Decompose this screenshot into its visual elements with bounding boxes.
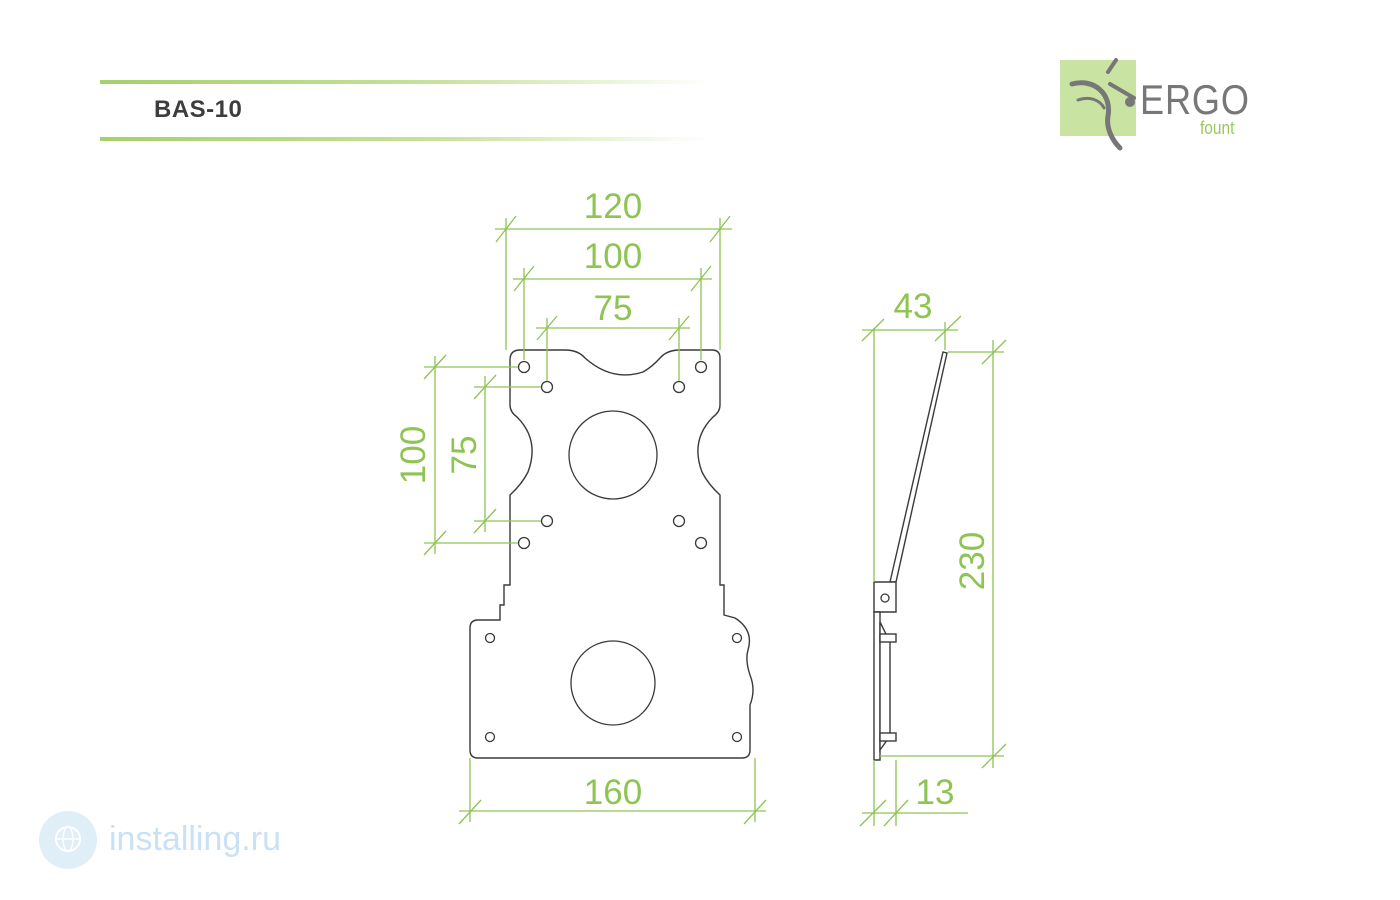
dimension-75-horizontal: 75: [536, 289, 690, 381]
vesa-hole: [540, 514, 554, 528]
watermark: installing.ru: [22, 806, 314, 876]
dimension-160: 160: [458, 758, 767, 825]
vesa-hole: [694, 360, 708, 374]
dimension-100-vertical: 100: [394, 354, 518, 556]
tilted-arm: [889, 351, 948, 583]
vertical-plate: [873, 611, 881, 761]
screw-top: [879, 633, 897, 643]
dimension-label: 75: [445, 436, 484, 475]
vesa-hole: [694, 536, 708, 550]
dimension-label: 120: [584, 187, 642, 226]
vesa-hole: [517, 360, 531, 374]
header-rule-bottom: [100, 137, 710, 141]
dimension-75-vertical: 75: [445, 374, 541, 534]
watermark-badge: [39, 811, 97, 869]
dimension-43: 43: [861, 287, 962, 582]
pivot-hole: [880, 593, 890, 603]
center-hole-lower: [570, 640, 656, 726]
side-view: [873, 351, 948, 761]
dimension-label: 75: [594, 289, 633, 328]
dimension-230: 230: [880, 339, 1007, 769]
dimension-label: 43: [894, 287, 933, 326]
dimension-label: 160: [584, 773, 642, 812]
brand-subname: fount: [1200, 118, 1235, 138]
mount-hole: [731, 632, 743, 644]
screw-bottom: [879, 732, 897, 742]
watermark-text: installing.ru: [109, 820, 281, 858]
mount-hole: [484, 632, 496, 644]
dimension-label: 230: [953, 532, 992, 590]
header-rule-top: [100, 80, 710, 84]
brand-logo: ERGO fount: [1060, 56, 1260, 156]
vesa-hole: [672, 514, 686, 528]
vesa-hole: [517, 536, 531, 550]
brand-logo-square: [1060, 60, 1136, 136]
brand-name: ERGO: [1140, 76, 1250, 123]
vesa-hole: [672, 380, 686, 394]
front-view: [469, 349, 754, 759]
dimension-label: 13: [916, 773, 955, 812]
center-hole-upper: [568, 410, 658, 500]
brand-figure-icon: [1069, 58, 1136, 151]
dimension-label: 100: [394, 426, 433, 484]
dimension-13: 13: [859, 760, 968, 827]
dimension-120: 120: [495, 187, 732, 350]
globe-icon: [55, 826, 81, 852]
dimension-label: 100: [584, 237, 642, 276]
dimension-100-horizontal: 100: [513, 237, 712, 360]
vesa-hole: [540, 380, 554, 394]
header: BAS-10 ERGO fount: [0, 0, 1400, 170]
model-title: BAS-10: [154, 96, 243, 123]
mount-hole: [484, 731, 496, 743]
mounting-plate-outline: [469, 349, 754, 759]
mount-hole: [731, 731, 743, 743]
